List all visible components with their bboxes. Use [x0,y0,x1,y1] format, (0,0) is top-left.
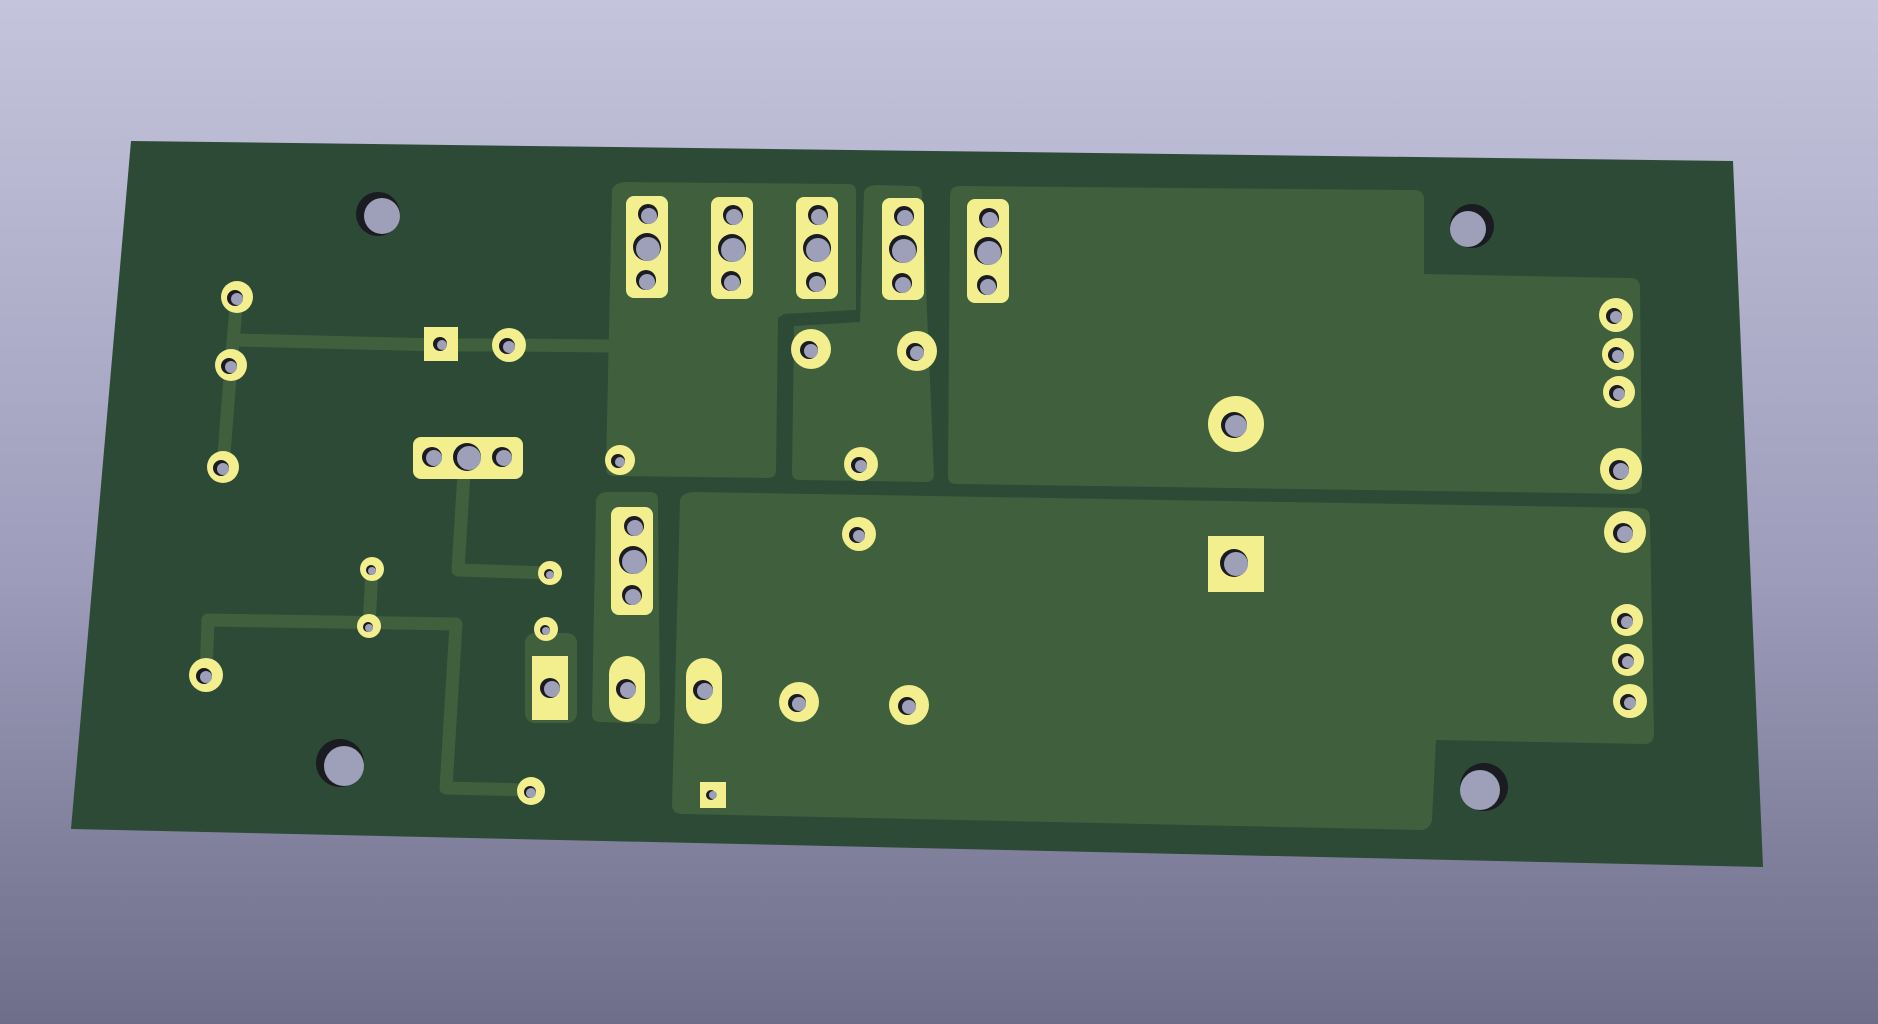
round-pad [791,329,831,369]
trace-top-horizontal [230,333,619,353]
square-pad-1 [424,327,458,361]
round-pad [492,328,526,362]
round-pad [534,617,558,641]
round-pad [1600,448,1642,490]
round-pad [207,451,239,483]
round-pad [779,682,819,722]
oval-pad-1 [609,656,645,722]
pad-group-2 [711,197,753,299]
pad-group-3 [796,197,838,299]
round-pad [844,447,878,481]
square-pad-4 [700,782,726,808]
mounting-holes [316,192,1508,811]
pad-group-1 [626,196,668,298]
round-pad [215,349,247,381]
pads [413,196,1264,808]
round-pad [221,281,253,313]
oval-pad-2 [686,658,722,724]
pad-group-4 [882,198,924,300]
pad-group-6 [611,507,653,615]
round-pad [1599,298,1633,332]
round-pad [538,561,562,585]
round-pad [842,517,876,551]
trace-lower-left [199,613,537,797]
round-pad [357,614,381,638]
copper-zone-upper-right [948,186,1642,494]
round-pad [1208,396,1264,452]
mounting-hole-bottom-left [316,739,364,787]
square-pad-3 [1208,536,1264,592]
round-pad [1602,338,1634,370]
round-pad [1613,684,1647,718]
round-pad [189,658,223,692]
copper-zone-upper-left [606,182,856,478]
round-pads [189,281,1647,805]
copper-zone-lower-large [672,492,1654,830]
round-pad [1603,376,1635,408]
round-pad [517,777,545,805]
mounting-hole-top-left [356,192,400,236]
round-pad [360,557,384,581]
round-pad [1604,511,1646,553]
pad-group-7 [413,437,523,479]
round-pad [897,331,937,371]
round-pad [889,685,929,725]
copper-zones [525,182,1654,830]
round-pad [1611,604,1643,636]
trace-middle-drop [451,449,557,580]
round-pad [605,445,635,475]
round-pad [1612,644,1644,676]
square-pad-2 [532,656,568,720]
mounting-hole-top-right [1450,204,1494,248]
mounting-hole-bottom-right [1460,763,1508,811]
pad-group-5 [967,199,1009,303]
